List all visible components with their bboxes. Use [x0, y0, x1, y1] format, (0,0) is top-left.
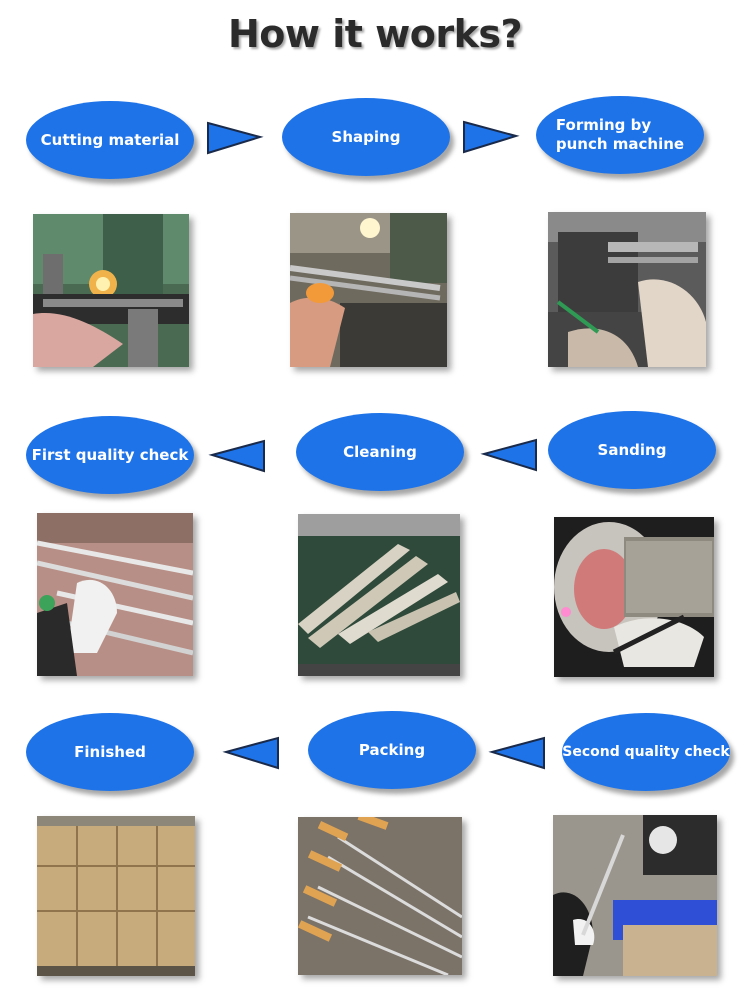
cutting-photo	[33, 214, 189, 367]
arrow-left-icon	[222, 736, 279, 770]
step-packing: Packing	[308, 711, 476, 789]
finished-photo	[37, 816, 195, 976]
shaping-photo	[290, 213, 447, 367]
arrow-left-icon	[208, 439, 265, 473]
first-check-photo	[37, 513, 193, 676]
page-title: How it works?	[227, 12, 523, 56]
step-forming-punch: Forming by punch machine	[536, 96, 704, 174]
cleaning-photo	[298, 514, 460, 676]
sanding-photo	[554, 517, 714, 677]
step-cleaning: Cleaning	[296, 413, 464, 491]
step-finished: Finished	[26, 713, 194, 791]
arrow-right-icon	[207, 121, 264, 155]
arrow-left-icon	[488, 736, 545, 770]
step-cutting-material: Cutting material	[26, 101, 194, 179]
second-check-photo	[553, 815, 717, 976]
step-second-quality-check: Second quality check	[562, 713, 730, 791]
arrow-left-icon	[480, 438, 537, 472]
step-sanding: Sanding	[548, 411, 716, 489]
packing-photo	[298, 817, 462, 975]
step-shaping: Shaping	[282, 98, 450, 176]
forming-photo	[548, 212, 706, 367]
arrow-right-icon	[463, 120, 520, 154]
step-first-quality-check: First quality check	[26, 416, 194, 494]
